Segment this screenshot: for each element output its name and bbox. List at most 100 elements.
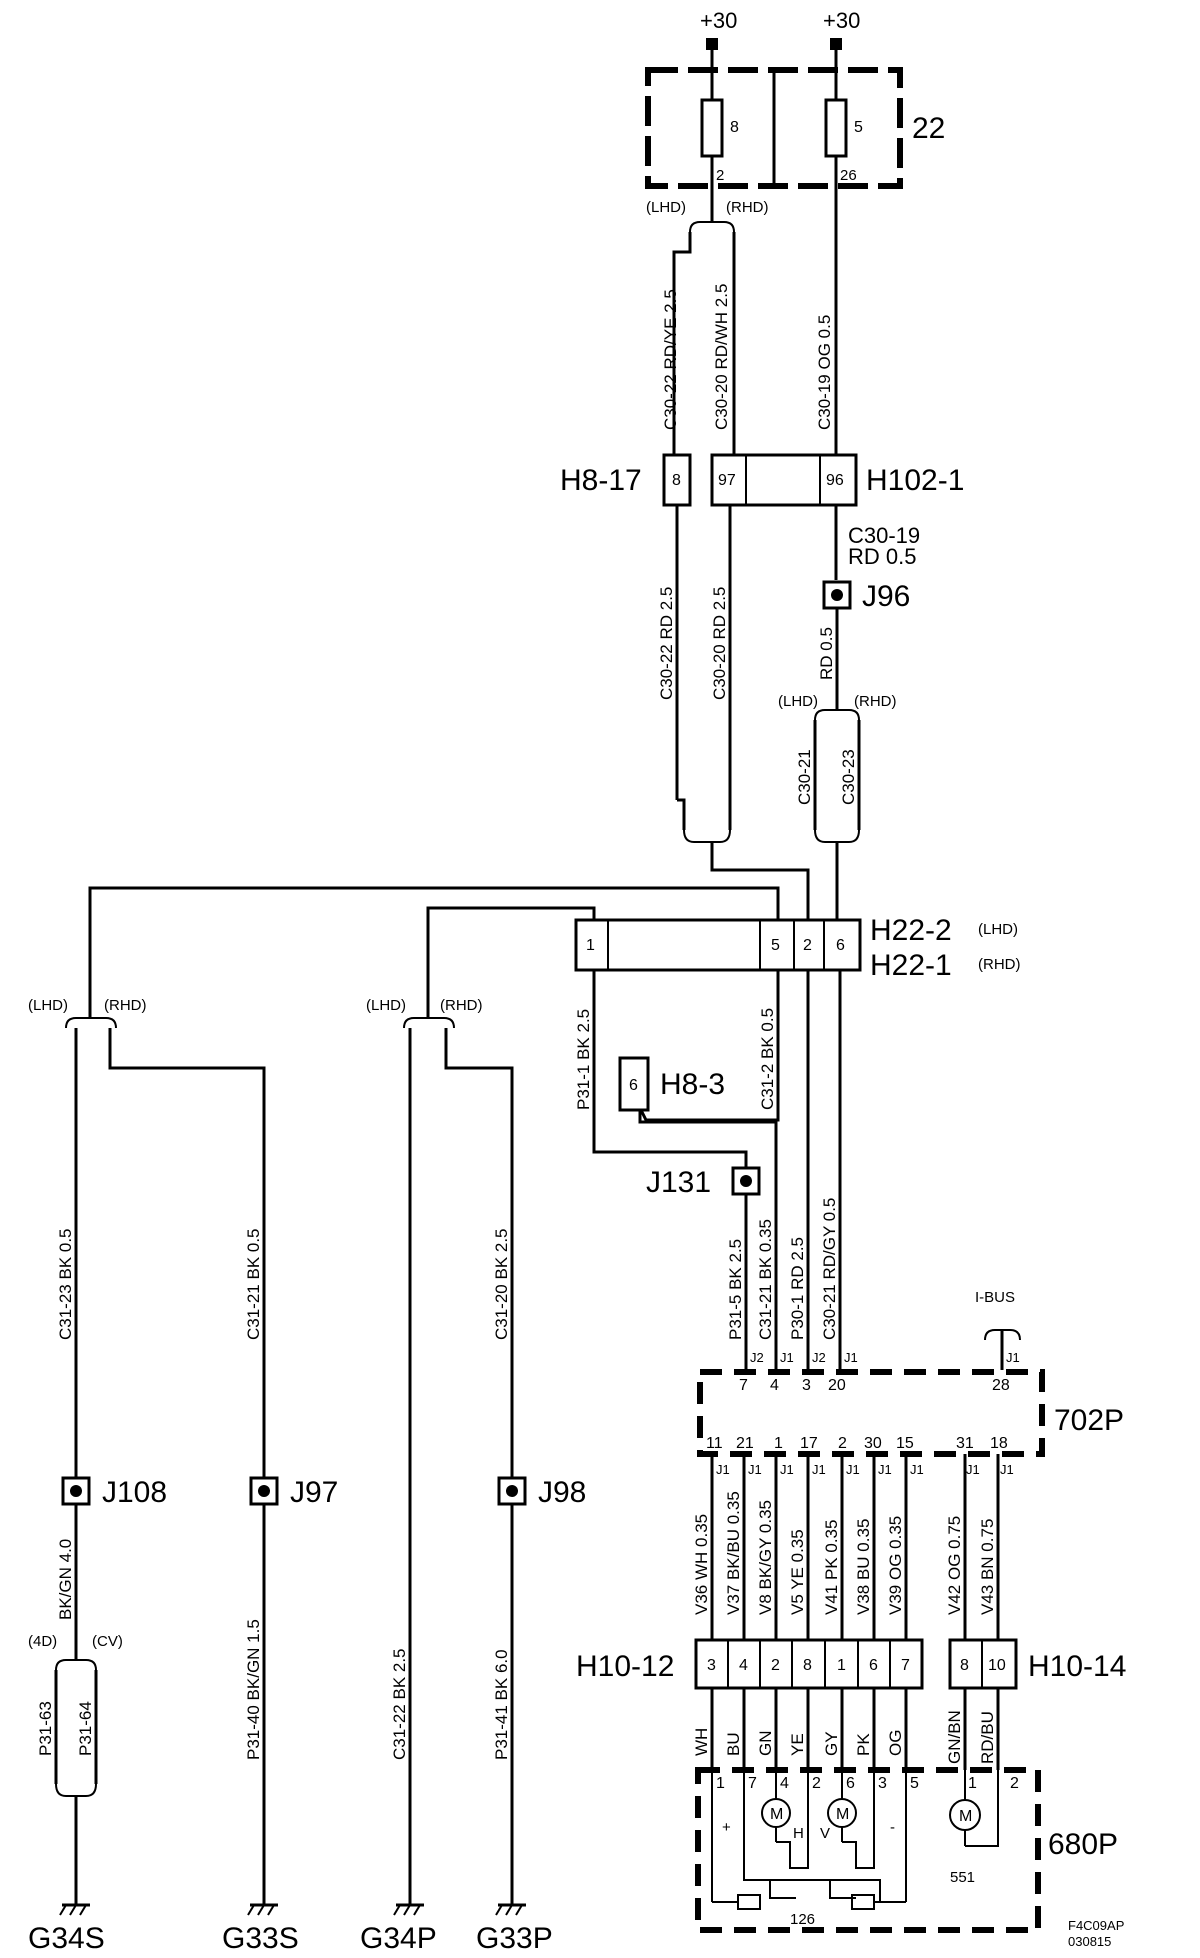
702p-socket-bottom-4: J1 — [812, 1462, 826, 1477]
wire-v42: V42 OG 0.75 — [945, 1516, 964, 1615]
circuit-plus: + — [722, 1819, 731, 1836]
connector-h22-2-name: H22-2 — [870, 914, 952, 947]
wire-v37: V37 BK/BU 0.35 — [724, 1491, 743, 1615]
motor-wire-gn: GN — [756, 1731, 775, 1757]
motor-wire-gy: GY — [822, 1731, 841, 1756]
footer-code: F4C09AP — [1068, 1918, 1124, 1933]
wire-c31-21-035: C31-21 BK 0.35 — [756, 1219, 775, 1340]
702p-socket-bottom-1: J1 — [716, 1462, 730, 1477]
702p-pin-bottom-11: 11 — [706, 1435, 723, 1452]
h10-12-pin-8: 8 — [803, 1657, 812, 1674]
variant-lhd-left-b: (LHD) — [366, 997, 406, 1014]
wire-p31-63: P31-63 — [36, 1701, 55, 1756]
module-680p-name: 680P — [1048, 1828, 1118, 1861]
wire-c30-22-mid: C30-22 RD 2.5 — [657, 587, 676, 700]
wire-p31-5: P31-5 BK 2.5 — [726, 1239, 745, 1340]
variant-lhd-top: (LHD) — [646, 199, 686, 216]
wire-c30-22-top: C30-22 RD/YE 2.5 — [661, 289, 680, 430]
ground-symbol-g34s — [59, 1903, 90, 1916]
connector-h102-1 — [710, 453, 858, 507]
702p-socket-top-2: J1 — [780, 1350, 794, 1365]
fuse-right-number: 5 — [854, 119, 863, 136]
junction-j96-label: J96 — [862, 580, 910, 613]
connector-h22-1-name: H22-1 — [870, 949, 952, 982]
motor-wire-gnbn: GN/BN — [945, 1710, 964, 1764]
motor-vertical-label: M — [836, 1806, 849, 1823]
ground-g33p: G33P — [476, 1922, 553, 1955]
variant-rhd-top: (RHD) — [726, 199, 769, 216]
variant-rhd-left-b: (RHD) — [440, 997, 483, 1014]
motor-horizontal — [761, 1798, 791, 1828]
702p-pin-top-28: 28 — [992, 1377, 1010, 1394]
fuse-8 — [700, 98, 724, 158]
connector-h8-3-pin: 6 — [629, 1077, 638, 1094]
wire-c30-20-top: C30-20 RD/WH 2.5 — [712, 284, 731, 430]
junction-j97-label: J97 — [290, 1476, 338, 1509]
680p-pin-6: 6 — [846, 1775, 855, 1792]
motor-feed-wires — [710, 1688, 1000, 1770]
680p-pin-4: 4 — [780, 1775, 789, 1792]
fuse-left-number: 8 — [730, 119, 739, 136]
fuse-left-pin: 2 — [716, 167, 724, 184]
connector-h102-1-name: H102-1 — [866, 464, 964, 497]
motor-wire-bu: BU — [724, 1732, 743, 1756]
wire-v36: V36 WH 0.35 — [692, 1514, 711, 1615]
ibus-label: I-BUS — [975, 1289, 1015, 1306]
702p-pin-top-3: 3 — [802, 1377, 811, 1394]
702p-pin-bottom-1: 1 — [774, 1435, 783, 1452]
702p-socket-top-4: J1 — [844, 1350, 858, 1365]
circuit-minus: - — [890, 1819, 895, 1836]
wire-p30-1: P30-1 RD 2.5 — [788, 1237, 807, 1340]
702p-pin-bottom-15: 15 — [896, 1435, 914, 1452]
mirror-motor-circuit — [711, 1770, 999, 1910]
wire-c31-21: C31-21 BK 0.5 — [244, 1228, 263, 1340]
wire-c31-20: C31-20 BK 2.5 — [492, 1228, 511, 1340]
variant-lhd-j96: (LHD) — [778, 693, 818, 710]
680p-pin-1: 1 — [716, 1775, 725, 1792]
connector-h10-12 — [694, 1638, 924, 1690]
connector-h22-pin-2: 2 — [803, 937, 812, 954]
702p-socket-bottom-8: J1 — [966, 1462, 980, 1477]
motor-wire-ye: YE — [788, 1733, 807, 1756]
variant-lhd-left-a: (LHD) — [28, 997, 68, 1014]
connector-h10-14-name: H10-14 — [1028, 1650, 1126, 1683]
connector-h102-1-pin-96: 96 — [826, 472, 844, 489]
wire-p31-41: P31-41 BK 6.0 — [492, 1649, 511, 1760]
702p-socket-bottom-3: J1 — [780, 1462, 794, 1477]
motor-wire-rdbu: RD/BU — [978, 1711, 997, 1764]
fuse-right-pin: 26 — [840, 167, 857, 184]
702p-socket-bottom-7: J1 — [910, 1462, 924, 1477]
connector-h8-17-pin: 8 — [672, 472, 681, 489]
h10-12-pin-7: 7 — [901, 1657, 910, 1674]
h10-12-pin-4: 4 — [739, 1657, 748, 1674]
702p-socket-top-5: J1 — [1006, 1350, 1020, 1365]
wire-c31-22: C31-22 BK 2.5 — [390, 1648, 409, 1760]
ground-g33s: G33S — [222, 1922, 299, 1955]
motor-wire-pk: PK — [854, 1733, 873, 1756]
connector-h22-1-variant: (RHD) — [978, 956, 1021, 973]
motor-vertical — [827, 1798, 857, 1828]
motor-wire-wh: WH — [692, 1728, 711, 1756]
connector-h22-pin-5: 5 — [771, 937, 780, 954]
h10-14-pin-8: 8 — [960, 1657, 969, 1674]
702p-pin-bottom-31: 31 — [956, 1435, 974, 1452]
variant-rhd-left-a: (RHD) — [104, 997, 147, 1014]
supply-right-terminal — [830, 38, 842, 50]
module-702p — [697, 1369, 1045, 1457]
702p-pin-bottom-2: 2 — [838, 1435, 847, 1452]
wire-c30-19-top: C30-19 OG 0.5 — [815, 315, 834, 430]
wire-p31-1: P31-1 BK 2.5 — [574, 1009, 593, 1110]
wire-v38: V38 BU 0.35 — [854, 1519, 873, 1615]
connector-h8-3 — [618, 1056, 650, 1112]
motor-folding — [949, 1799, 981, 1831]
circuit-label-v: V — [820, 1825, 830, 1842]
connector-h22-pin-6: 6 — [836, 937, 845, 954]
702p-pin-bottom-21: 21 — [736, 1435, 754, 1452]
wire-p31-40: P31-40 BK/GN 1.5 — [244, 1619, 263, 1760]
702p-pin-top-20: 20 — [828, 1377, 846, 1394]
wire-rd-05: RD 0.5 — [817, 627, 836, 680]
702p-pin-top-7: 7 — [739, 1377, 748, 1394]
702p-pin-bottom-30: 30 — [864, 1435, 882, 1452]
lower-wires — [710, 1454, 1000, 1640]
wire-c30-23: C30-23 — [839, 749, 858, 805]
